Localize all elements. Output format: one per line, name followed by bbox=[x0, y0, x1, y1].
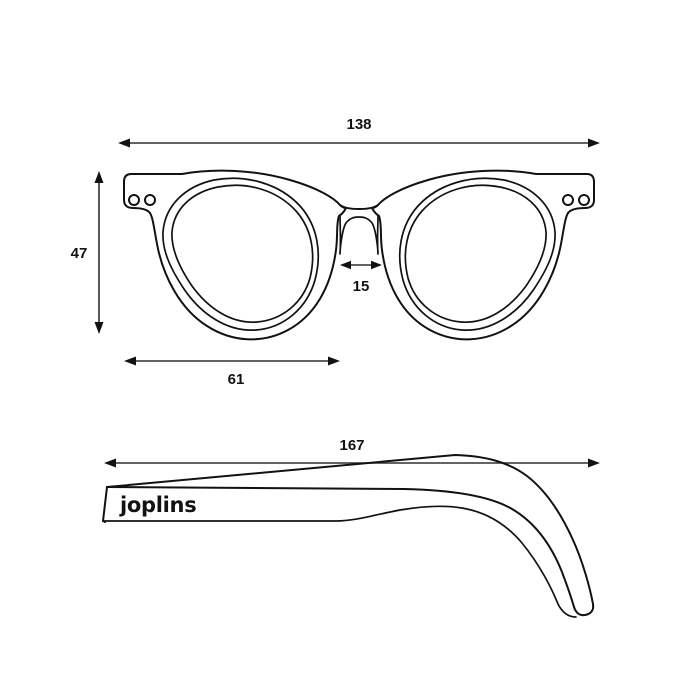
temple-hinge-end-edge bbox=[102, 486, 108, 523]
dimension-label-bridge-width: 15 bbox=[353, 278, 370, 295]
dimension-total-width: 138 bbox=[118, 116, 600, 148]
temple-view-group: 167 joplins bbox=[102, 437, 600, 618]
frame-right-lens-opening bbox=[404, 184, 547, 323]
dimension-lens-width: 61 bbox=[124, 356, 340, 388]
front-view-group: 138 47 61 15 bbox=[71, 116, 600, 388]
arrowhead-left-15 bbox=[340, 260, 351, 270]
arrowhead-left-167 bbox=[104, 458, 116, 468]
frame-right-outer-outline bbox=[371, 169, 595, 341]
dimension-frame-height: 47 bbox=[71, 171, 104, 334]
arrowhead-left-138 bbox=[118, 138, 130, 148]
frame-left-inner-rim bbox=[162, 177, 320, 331]
dimension-label-lens-width: 61 bbox=[228, 371, 245, 388]
bridge-keyhole bbox=[339, 204, 379, 255]
rivet-right-outer-icon bbox=[578, 194, 590, 206]
arrowhead-right-15 bbox=[371, 260, 382, 270]
arrowhead-right-61 bbox=[328, 356, 340, 366]
arrowhead-right-167 bbox=[588, 458, 600, 468]
frame-right-half bbox=[371, 169, 595, 341]
frame-left-lens-opening bbox=[171, 184, 314, 323]
temple-tip bbox=[573, 603, 595, 617]
brand-logo-text: joplins bbox=[119, 493, 196, 517]
dimension-label-temple-length: 167 bbox=[339, 437, 364, 454]
frame-right-inner-rim bbox=[398, 177, 556, 331]
bridge-top-edge bbox=[339, 204, 379, 210]
dimension-label-total-width: 138 bbox=[346, 116, 371, 133]
bridge-keyhole-outline bbox=[339, 215, 379, 255]
dimension-temple-length: 167 bbox=[104, 437, 600, 468]
rivet-left-inner-icon bbox=[144, 194, 156, 206]
arrowhead-top-47 bbox=[94, 171, 104, 183]
arrowhead-right-138 bbox=[588, 138, 600, 148]
rivet-right-inner-icon bbox=[562, 194, 574, 206]
frame-left-half bbox=[123, 169, 347, 341]
rivet-left-outer-icon bbox=[128, 194, 140, 206]
arrowhead-left-61 bbox=[124, 356, 136, 366]
temple-lower-edge bbox=[103, 505, 577, 618]
arrowhead-bottom-47 bbox=[94, 322, 104, 334]
dimension-label-frame-height: 47 bbox=[71, 245, 88, 262]
frame-left-outer-outline bbox=[123, 169, 347, 341]
temple-arm-outline bbox=[106, 454, 595, 617]
dimension-bridge-width: 15 bbox=[340, 260, 382, 295]
